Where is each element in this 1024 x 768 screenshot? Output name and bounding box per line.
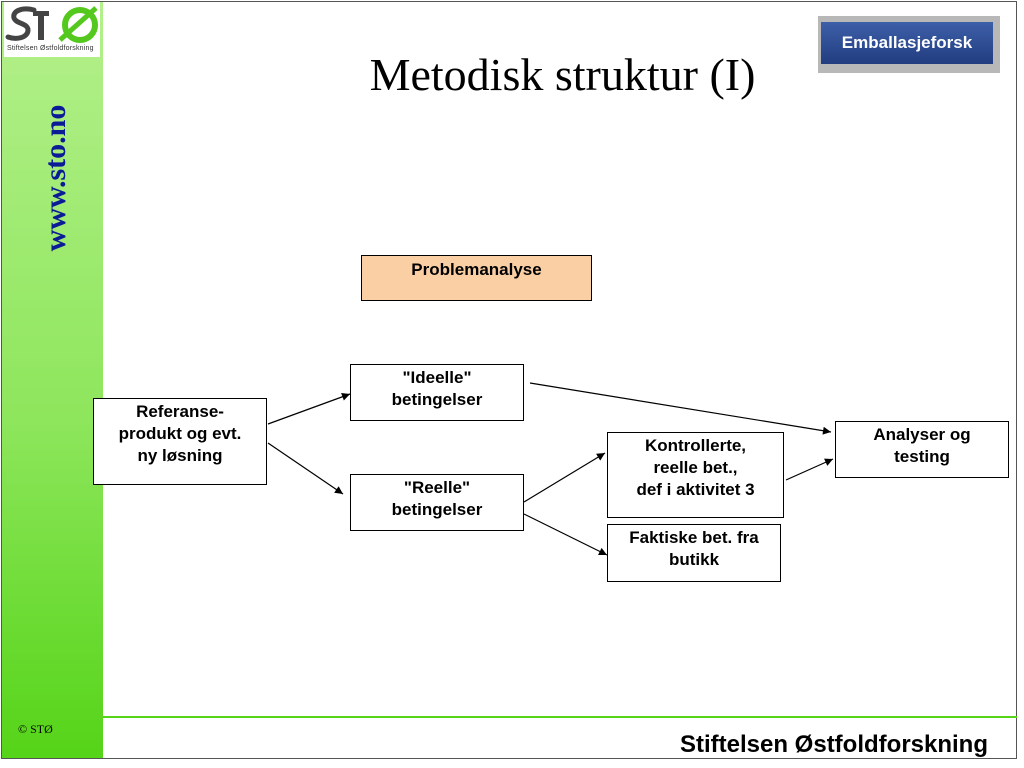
logo-tagline: Stiftelsen Østfoldforskning [7, 45, 94, 52]
footer-org-name: Stiftelsen Østfoldforskning [679, 731, 988, 758]
node-ideelle: "Ideelle" betingelser [350, 364, 524, 421]
sidebar [2, 2, 103, 758]
edge-ideelle-analyser [529, 382, 832, 435]
sto-logo-icon [5, 6, 98, 43]
brand-label: Emballasjeforsk [821, 22, 993, 64]
node-problemanalyse: Problemanalyse [361, 255, 592, 301]
footer-divider [103, 716, 1017, 718]
copyright: © STØ [18, 722, 53, 736]
node-referanse: Referanse-produkt og evt. ny løsning [93, 398, 267, 485]
edge-referanse-reelle [267, 442, 344, 495]
slide-frame [1, 1, 1017, 759]
edge-referanse-ideelle [267, 392, 351, 425]
node-faktiske: Faktiske bet. fra butikk [607, 524, 781, 582]
node-label-line: Problemanalyse [411, 260, 542, 279]
node-reelle: "Reelle" betingelser [350, 474, 524, 531]
brand-logo: Emballasjeforsk [818, 16, 1000, 73]
node-label-line: ny løsning [137, 446, 223, 465]
node-label-line: "Reelle" [403, 478, 471, 497]
node-label-line: butikk [668, 550, 720, 569]
node-label-line: Kontrollerte, [644, 436, 747, 455]
node-kontrollerte: Kontrollerte, reelle bet., def i aktivitet… [607, 432, 784, 518]
node-label-line: Faktiske bet. fra [629, 528, 759, 547]
node-label-line: betingelser [391, 390, 483, 409]
node-label-line: Analyser og [873, 425, 971, 444]
node-analyser: Analyser og testing [835, 421, 1009, 478]
node-label-line: Referanse- [136, 402, 224, 421]
node-label-line: reelle bet., [653, 458, 738, 477]
sto-logo: Stiftelsen Østfoldforskning [4, 2, 100, 57]
node-label-line: testing [894, 447, 950, 466]
node-label-line: produkt og evt. [118, 424, 242, 443]
edge-reelle-faktiske [523, 513, 608, 556]
node-label-line: betingelser [391, 500, 483, 519]
slide-title: Metodisk struktur (I) [369, 49, 756, 100]
edge-kontrollerte-analyser [785, 458, 834, 481]
edge-reelle-kontrollerte [523, 452, 606, 503]
node-label-line: def i aktivitet 3 [636, 480, 755, 499]
node-label-line: "Ideelle" [402, 368, 472, 387]
